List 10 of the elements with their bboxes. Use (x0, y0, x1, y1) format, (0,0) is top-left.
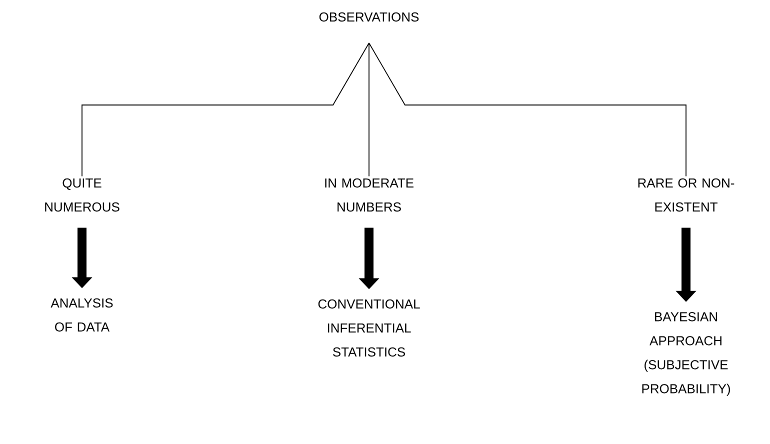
category-text: QUITE NUMEROUS (45, 178, 120, 212)
heading-text: OBSERVATIONS (319, 12, 419, 22)
category-text: ANALYSIS OF DATA (50, 298, 113, 332)
connector-line (82, 42, 370, 177)
connector-line (368, 42, 686, 177)
category-text: BAYESIAN APPROACH (SUBJECTIVE PROBABILITY) (642, 312, 730, 396)
category-text: IN MODERATE NUMBERS (325, 178, 414, 212)
category-text: CONVENTIONAL INFERENTIAL STATISTICS (318, 299, 420, 357)
connector-line (368, 42, 370, 177)
category-text: RARE OR NON-EXISTENT (638, 178, 734, 212)
